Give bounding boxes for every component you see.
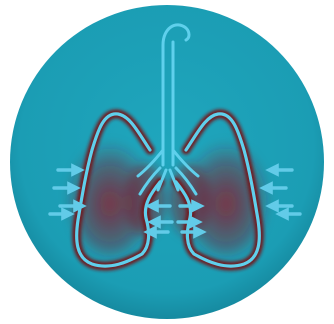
background-circle xyxy=(10,5,324,319)
